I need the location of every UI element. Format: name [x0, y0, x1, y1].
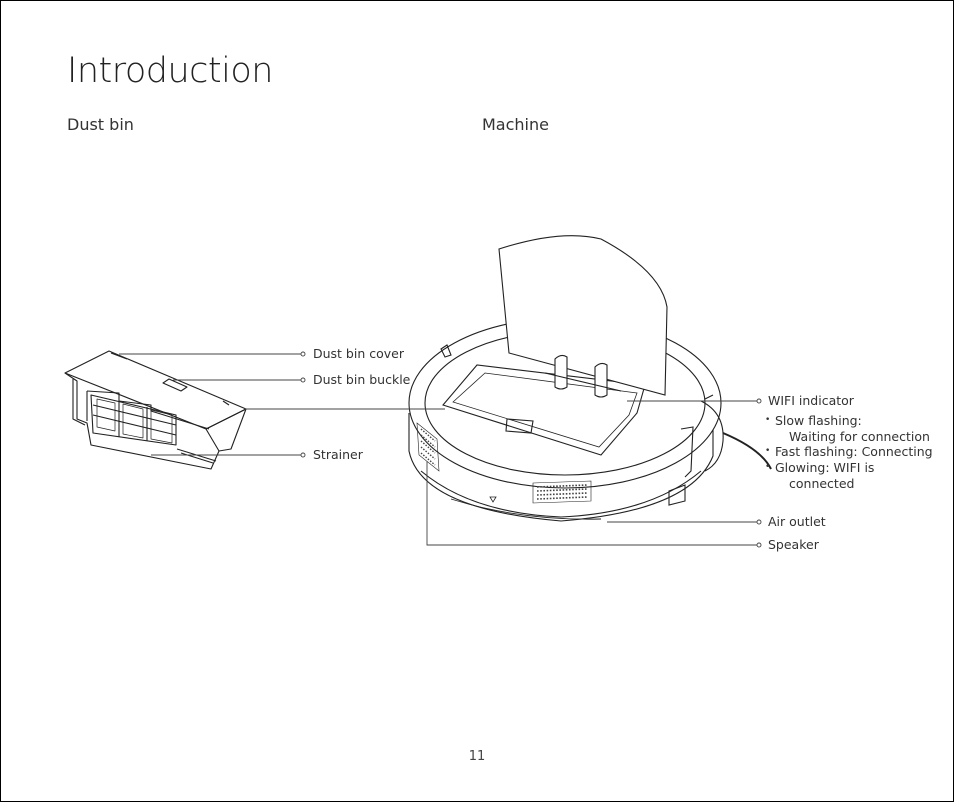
robot-illustration	[408, 235, 772, 522]
air-outlet-grille	[532, 480, 592, 504]
air-outlet-label: Air outlet	[768, 514, 826, 529]
dust-bin-illustration	[64, 350, 247, 470]
wifi-state-glowing: Glowing: WIFI is	[765, 460, 874, 475]
machine-heading: Machine	[482, 115, 549, 134]
speaker-label: Speaker	[768, 537, 819, 552]
strainer-label: Strainer	[313, 447, 363, 462]
dust-bin-cover-label: Dust bin cover	[313, 346, 404, 361]
wifi-state-slow: Slow flashing:	[765, 413, 862, 428]
page-title: Introduction	[67, 51, 273, 91]
speaker-grille	[416, 422, 440, 472]
wifi-indicator-label: WIFI indicator	[768, 393, 854, 408]
wifi-state-glowing-desc: connected	[789, 476, 855, 491]
dust-bin-buckle-label: Dust bin buckle	[313, 372, 411, 387]
machine-leaders	[245, 400, 757, 546]
dust-bin-leaders	[119, 353, 301, 456]
page-number: 11	[468, 749, 486, 764]
dust-bin-heading: Dust bin	[67, 115, 134, 134]
wifi-state-slow-desc: Waiting for connection	[789, 429, 930, 444]
wifi-state-fast: Fast flashing: Connecting	[765, 444, 933, 459]
